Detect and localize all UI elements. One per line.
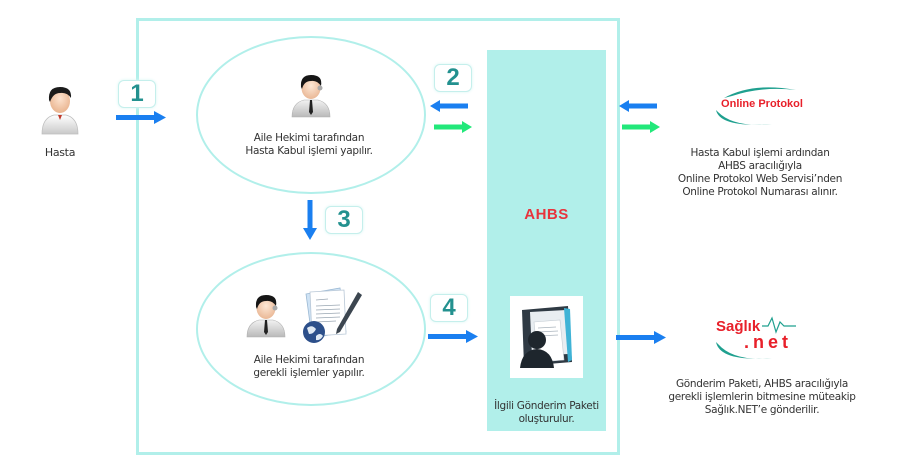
- patient-actor: Hasta: [30, 82, 90, 159]
- step-badge-2: 2: [434, 64, 472, 92]
- online-protokol-line: Hasta Kabul işlemi ardından: [690, 147, 830, 159]
- online-protokol-line: Online Protokol Numarası alınır.: [682, 186, 838, 198]
- gerekli-islemler-line1: Aile Hekimi tarafından: [253, 354, 365, 366]
- hasta-kabul-line1: Aile Hekimi tarafından: [253, 132, 365, 144]
- arrow-saglik-net: [616, 331, 666, 345]
- arrow-left-icon: [619, 100, 657, 112]
- saglik-net-swoosh-icon: [716, 316, 796, 359]
- online-protokol-line: AHBS aracılığıyla: [718, 160, 802, 172]
- arrow-step-1: [116, 111, 166, 125]
- gerekli-islemler-text: Aile Hekimi tarafından gerekli işlemler …: [226, 354, 392, 380]
- package-line1: İlgili Gönderim Paketi: [494, 400, 599, 412]
- arrow-step-3: [303, 200, 317, 240]
- arrow-down-icon: [303, 200, 317, 240]
- patient-label: Hasta: [44, 146, 76, 159]
- arrow-right-icon: [616, 331, 666, 344]
- saglik-logo-text: Sağlık: [716, 318, 761, 335]
- package-line2: oluşturulur.: [518, 413, 575, 425]
- doctor-icon: [244, 292, 288, 342]
- online-protokol-description: Hasta Kabul işlemi ardından AHBS aracılı…: [662, 147, 858, 199]
- arrow-online-protokol-left: [619, 100, 657, 112]
- arrow-step-4: [428, 330, 478, 344]
- ahbs-title: AHBS: [524, 206, 569, 223]
- saglik-net-line: gerekli işlemlerin bitmesine müteakip: [668, 391, 856, 403]
- arrow-right-icon: [428, 330, 478, 343]
- saglik-net-logo: Sağlık .net: [710, 312, 806, 364]
- arrow-left-icon: [430, 100, 468, 112]
- step-badge-3: 3: [325, 206, 363, 234]
- package-folder-icon: [520, 306, 572, 368]
- swoosh-icon: [716, 87, 796, 125]
- net-logo-text: .net: [744, 332, 793, 352]
- doctor-icon: [289, 72, 333, 122]
- arrow-online-protokol-right: [622, 121, 660, 133]
- online-protokol-logo-text: Online Protokol: [721, 98, 803, 110]
- step-badge-4: 4: [430, 294, 468, 322]
- online-protokol-line: Online Protokol Web Servisi’nden: [677, 173, 843, 185]
- document-pen-globe-icon: [296, 284, 366, 350]
- online-protokol-logo: Online Protokol: [712, 80, 808, 132]
- node-gerekli-islemler: [196, 252, 426, 406]
- package-text: İlgili Gönderim Paketi oluşturulur.: [487, 400, 606, 426]
- gerekli-islemler-line2: gerekli işlemler yapılır.: [253, 367, 365, 379]
- arrow-right-icon: [116, 111, 166, 124]
- hasta-kabul-text: Aile Hekimi tarafından Hasta Kabul işlem…: [226, 132, 392, 158]
- patient-icon: [41, 87, 79, 135]
- saglik-net-description: Gönderim Paketi, AHBS aracılığıyla gerek…: [652, 378, 872, 417]
- system-boundary-frame: [136, 18, 620, 455]
- arrow-step-2-right: [434, 121, 472, 133]
- saglik-net-line: Gönderim Paketi, AHBS aracılığıyla: [675, 378, 849, 390]
- hasta-kabul-line2: Hasta Kabul işlemi yapılır.: [245, 145, 373, 157]
- saglik-net-line: Sağlık.NET’e gönderilir.: [704, 404, 820, 416]
- node-hasta-kabul: [196, 36, 426, 194]
- arrow-right-icon: [434, 121, 472, 133]
- step-badge-1: 1: [118, 80, 156, 108]
- package-icon-box: [510, 296, 583, 378]
- arrow-step-2-left: [430, 100, 468, 112]
- arrow-right-icon: [622, 121, 660, 133]
